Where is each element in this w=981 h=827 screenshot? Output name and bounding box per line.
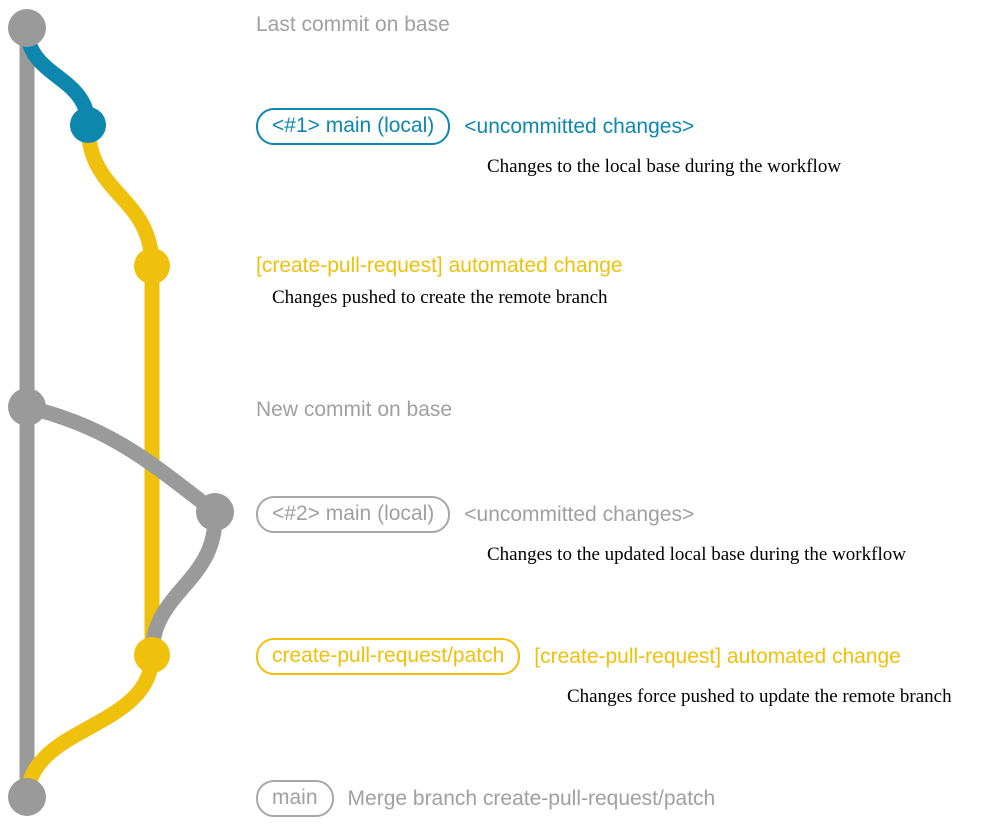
commit-subject: [create-pull-request] automated change — [256, 254, 623, 277]
commit-node-remote-update[interactable] — [134, 637, 170, 673]
commit-node-local-2[interactable] — [196, 493, 234, 531]
commit-node-merge[interactable] — [8, 778, 46, 816]
commit-row-remote-update: create-pull-request/patch [create-pull-r… — [256, 638, 952, 706]
commit-subject: <uncommitted changes> — [464, 115, 695, 138]
commit-row-main: main Merge branch create-pull-request/pa… — [256, 780, 715, 817]
commit-description: Changes to the local base during the wor… — [487, 156, 842, 177]
commit-row-main: Last commit on base — [256, 14, 450, 35]
commit-row-local-1: <#1> main (local) <uncommitted changes> … — [256, 108, 841, 176]
commit-subject: <uncommitted changes> — [464, 503, 695, 526]
branch-badge-local-1[interactable]: <#1> main (local) — [256, 108, 451, 145]
branch-badge-remote-update[interactable]: create-pull-request/patch — [256, 638, 521, 675]
commit-node-last-commit-on-base[interactable] — [8, 9, 46, 47]
commit-subject: New commit on base — [256, 398, 453, 421]
commit-row-main: New commit on base — [256, 399, 452, 420]
commit-row-main: <#1> main (local) <uncommitted changes> — [256, 108, 694, 145]
commit-row-last-commit-on-base: Last commit on base — [256, 14, 450, 35]
commit-node-local-1[interactable] — [70, 107, 106, 143]
commit-row-main: <#2> main (local) <uncommitted changes> — [256, 496, 694, 533]
commit-row-remote-create: [create-pull-request] automated change C… — [256, 255, 623, 307]
commit-subject: Merge branch create-pull-request/patch — [347, 787, 716, 810]
commit-description: Changes force pushed to update the remot… — [567, 686, 952, 707]
edge-local1-to-remote-create — [80, 117, 160, 274]
commit-description: Changes to the updated local base during… — [487, 544, 906, 565]
edge-remote-update-to-merge — [19, 647, 160, 805]
commit-row-local-2: <#2> main (local) <uncommitted changes> … — [256, 496, 906, 564]
commit-row-merge: main Merge branch create-pull-request/pa… — [256, 780, 715, 817]
edge-local2-to-remote-update — [144, 504, 223, 663]
edge-base-to-local2 — [19, 399, 223, 520]
commit-node-remote-create[interactable] — [134, 248, 170, 284]
commit-row-main: create-pull-request/patch [create-pull-r… — [256, 638, 901, 675]
commit-subject: Last commit on base — [256, 13, 450, 36]
commit-description: Changes pushed to create the remote bran… — [272, 287, 608, 308]
branch-badge-main[interactable]: main — [256, 780, 334, 817]
commit-row-new-commit-on-base: New commit on base — [256, 399, 452, 420]
commit-node-new-commit-on-base[interactable] — [8, 388, 46, 426]
commit-row-main: [create-pull-request] automated change — [256, 255, 623, 276]
branch-badge-local-2[interactable]: <#2> main (local) — [256, 496, 451, 533]
commit-subject: [create-pull-request] automated change — [534, 645, 901, 668]
